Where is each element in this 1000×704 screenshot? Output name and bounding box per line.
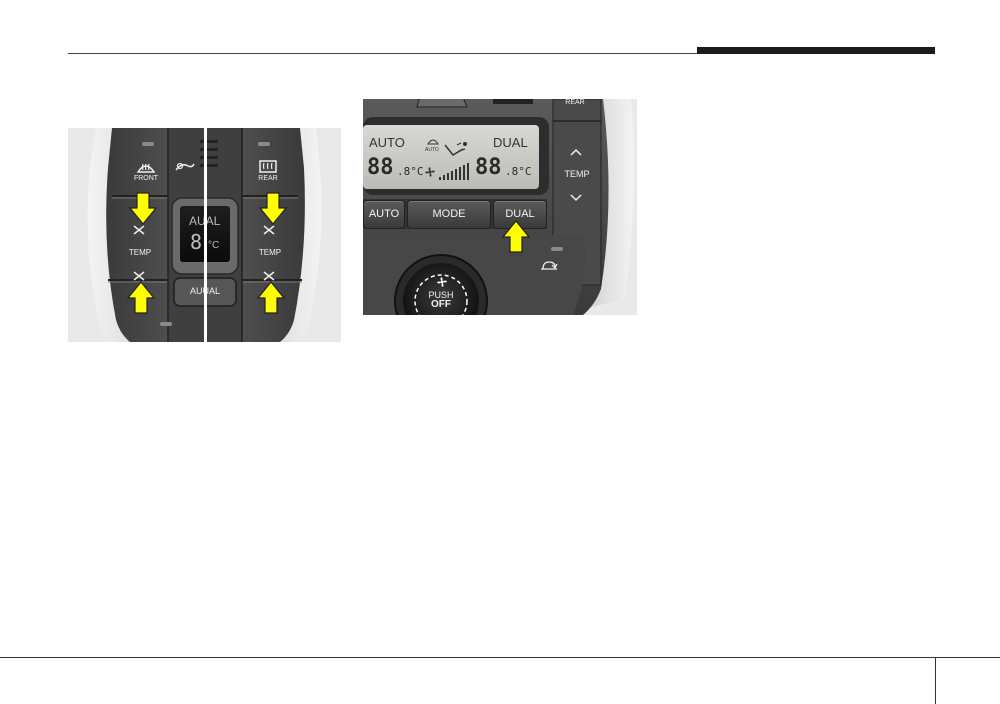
temp-label-right: TEMP bbox=[258, 248, 282, 257]
right-temp-label: TEMP bbox=[564, 169, 590, 179]
header-rule-accent bbox=[697, 47, 935, 54]
temp-up-arrow-right bbox=[256, 281, 286, 314]
lcd-right-temp: 88 bbox=[475, 155, 502, 180]
temp-label-left: TEMP bbox=[128, 248, 152, 257]
temp-down-arrow-right bbox=[258, 192, 288, 225]
air-flow-icon bbox=[175, 162, 195, 171]
left-lcd-unit: °C bbox=[208, 240, 220, 251]
split-divider bbox=[204, 128, 207, 342]
lcd-auto-text: AUTO bbox=[369, 135, 405, 150]
temp-down-arrow-left bbox=[128, 192, 158, 225]
knob-label-line1: PUSH bbox=[428, 290, 454, 300]
lcd-left-temp-suffix: .8°C bbox=[397, 165, 424, 178]
footer-rule bbox=[0, 657, 1000, 658]
front-defrost-icon bbox=[136, 163, 156, 173]
mode-button[interactable]: MODE bbox=[407, 200, 491, 229]
rear-defrost-icon bbox=[259, 160, 277, 173]
mode-button-label: MODE bbox=[432, 208, 466, 220]
lcd-dual-text: DUAL bbox=[493, 135, 528, 150]
temp-down-chevron[interactable] bbox=[569, 193, 583, 203]
fan-icon bbox=[437, 277, 447, 287]
rear-defrost-label: REAR bbox=[258, 175, 278, 182]
dual-button[interactable]: DUAL bbox=[493, 200, 547, 229]
figure-right-climate-panel: REAR AUTO AUTO DUAL 88 .8°C 88 .8°C AUTO… bbox=[363, 99, 637, 315]
dual-button-label: DUAL bbox=[505, 208, 535, 220]
footer-page-divider bbox=[935, 657, 936, 704]
dual-indicator-arrow bbox=[501, 220, 531, 253]
temp-up-chevron[interactable] bbox=[569, 147, 583, 157]
lcd-defrost-icon bbox=[427, 139, 439, 145]
recirculation-icon[interactable] bbox=[539, 259, 559, 271]
auto-button-label: AUTO bbox=[368, 208, 400, 220]
lcd-left-temp: 88 bbox=[367, 155, 394, 180]
lcd-fan-icon bbox=[425, 167, 435, 177]
lcd-auto-small: AUTO bbox=[425, 147, 439, 153]
header-rule bbox=[68, 53, 698, 54]
figure-left-climate-panel: FRONT REAR TEMP TEMP AUAL 8 °C AUUAL bbox=[68, 128, 341, 342]
rear-label: REAR bbox=[565, 99, 585, 106]
temp-up-arrow-left bbox=[126, 281, 156, 314]
auto-button[interactable]: AUTO bbox=[363, 200, 405, 229]
front-defrost-label: FRONT bbox=[133, 175, 159, 182]
left-lcd-digits: 8 bbox=[190, 230, 203, 254]
lcd-right-temp-suffix: .8°C bbox=[505, 165, 532, 178]
lcd-seat-airflow-icon bbox=[444, 142, 467, 156]
fan-knob[interactable] bbox=[395, 255, 487, 315]
knob-label-line2: OFF bbox=[431, 299, 451, 310]
